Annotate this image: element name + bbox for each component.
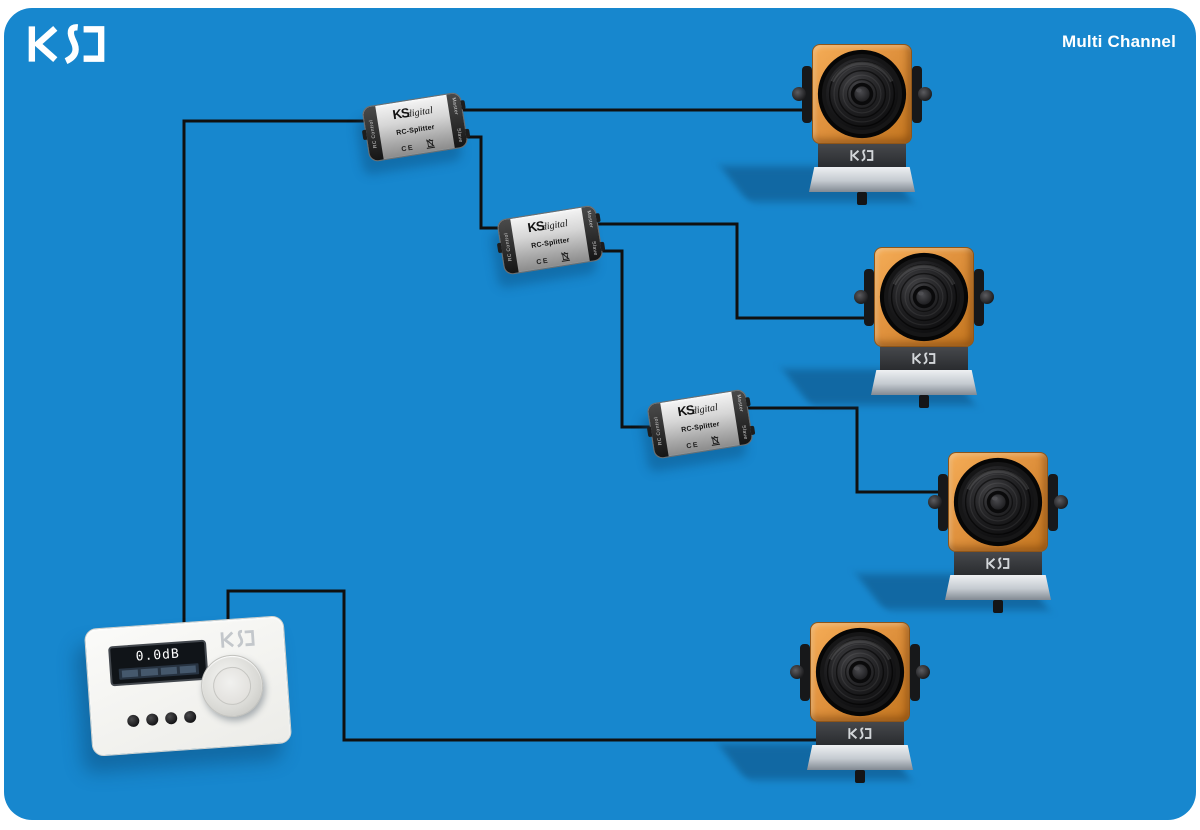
remote-button-1 (126, 714, 140, 728)
stand-band (954, 552, 1042, 575)
mount-bracket-left (864, 269, 874, 326)
coaxial-driver-icon (817, 49, 907, 139)
speaker-cabinet (810, 622, 910, 722)
mount-bracket-left (938, 474, 948, 531)
compliance-marks: CE (685, 434, 720, 450)
stand-base (871, 370, 977, 395)
bracket-knob-left (928, 495, 942, 509)
page-title: Multi Channel (1061, 32, 1176, 51)
volume-display: 0.0dB (108, 639, 209, 687)
master-port-label: Master (735, 394, 745, 413)
ks-digital-logo: KSdigital (526, 217, 569, 236)
rc-splitter-2: RC Control Master Slave KSdigital RC-Spl… (496, 204, 604, 276)
coaxial-driver-icon (815, 627, 905, 717)
bracket-knob-right (916, 665, 930, 679)
rc-control-port-label: RC Control (652, 415, 664, 446)
stand-band (818, 144, 906, 167)
stand-band (880, 347, 968, 370)
mount-bracket-right (910, 644, 920, 701)
stand-slot (857, 192, 867, 205)
speaker-cabinet (874, 247, 974, 347)
compliance-marks: CE (535, 250, 570, 266)
splitter-label: RC-Splitter (680, 420, 721, 434)
rc-control-port-label: RC Control (502, 231, 514, 262)
splitter-face: KSdigital RC-Splitter CE (378, 99, 453, 156)
mount-bracket-left (802, 66, 812, 123)
bracket-knob-left (790, 665, 804, 679)
stand-band (816, 722, 904, 745)
ksd-logo-icon (26, 22, 108, 66)
splitter-label: RC-Splitter (395, 123, 436, 137)
stand-slot (993, 600, 1003, 613)
stand-slot (855, 770, 865, 783)
rc-splitter-3: RC Control Master Slave KSdigital RC-Spl… (646, 388, 754, 460)
rc-splitter-1: RC Control Master Slave KSdigital RC-Spl… (361, 91, 469, 163)
speaker-4 (717, 618, 930, 788)
bracket-knob-right (980, 290, 994, 304)
remote-button-3 (164, 711, 178, 725)
splitter-label: RC-Splitter (530, 236, 571, 250)
mount-bracket-right (1048, 474, 1058, 531)
splitter-face: KSdigital RC-Splitter CE (513, 212, 588, 269)
coaxial-driver-icon (953, 457, 1043, 547)
display-menu-rows (118, 663, 200, 680)
stand-base (807, 745, 913, 770)
speaker-2 (781, 243, 994, 413)
ksd-logo-icon (219, 628, 256, 649)
weee-bin-icon (710, 435, 720, 446)
mount-bracket-left (800, 644, 810, 701)
remote-buttons (126, 710, 197, 728)
cable-splitter-2-slave-to-splitter-3 (592, 249, 668, 429)
bracket-knob-left (792, 87, 806, 101)
speaker-1 (719, 40, 932, 210)
cable-remote-to-splitter-1 (182, 119, 392, 642)
volume-knob (199, 652, 266, 720)
slave-port-label: Slave (590, 241, 599, 257)
master-port-label: Master (450, 97, 460, 116)
ks-digital-logo: KSdigital (391, 104, 434, 123)
remote-button-4 (183, 710, 197, 724)
speaker-cabinet (948, 452, 1048, 552)
stand-slot (919, 395, 929, 408)
ce-mark: CE (685, 441, 700, 451)
cable-splitter-1-slave-to-splitter-2 (452, 135, 520, 230)
master-port-label: Master (585, 210, 595, 229)
compliance-marks: CE (400, 137, 435, 153)
splitter-face: KSdigital RC-Splitter CE (663, 396, 738, 453)
slave-port-label: Slave (455, 128, 464, 144)
cable-splitter-3-master-to-speaker-3 (742, 406, 952, 494)
ksd-logo-icon (985, 557, 1011, 570)
bracket-knob-right (1054, 495, 1068, 509)
ce-mark: CE (535, 257, 550, 267)
rc-control-port-label: RC Control (367, 118, 379, 149)
ce-mark: CE (400, 144, 415, 154)
stand-base (945, 575, 1051, 600)
mount-bracket-right (974, 269, 984, 326)
remote-control: 0.0dB (83, 615, 293, 757)
ks-digital-logo: KSdigital (676, 401, 719, 420)
coaxial-driver-icon (879, 252, 969, 342)
volume-knob-inner (211, 665, 253, 707)
ksd-logo-icon (849, 149, 875, 162)
speaker-cabinet (812, 44, 912, 144)
bracket-knob-right (918, 87, 932, 101)
stand-base (809, 167, 915, 192)
remote-button-2 (145, 713, 159, 726)
slave-port-label: Slave (740, 425, 749, 441)
weee-bin-icon (425, 138, 435, 149)
mount-bracket-right (912, 66, 922, 123)
weee-bin-icon (560, 251, 570, 262)
ksd-logo-icon (911, 352, 937, 365)
cable-splitter-2-master-to-speaker-2 (590, 222, 874, 320)
bracket-knob-left (854, 290, 868, 304)
speaker-3 (855, 448, 1068, 618)
ksd-logo-icon (847, 727, 873, 740)
cable-remote-to-speaker-4 (226, 589, 818, 742)
